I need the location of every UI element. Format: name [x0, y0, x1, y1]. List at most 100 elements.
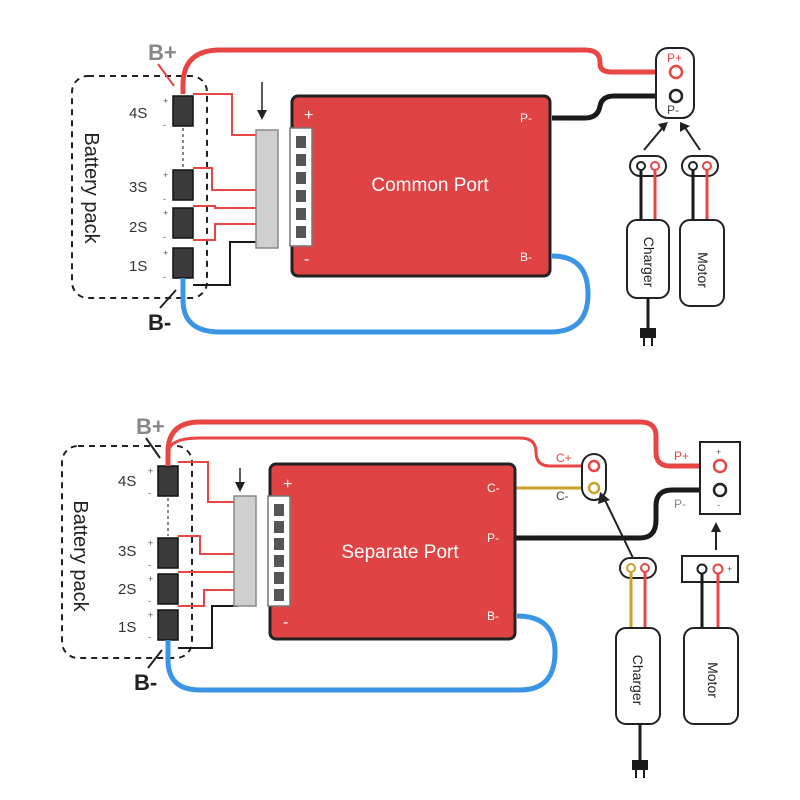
arrowhead-icon — [711, 522, 721, 532]
plug-pin — [688, 161, 698, 171]
port-terminal — [712, 458, 728, 474]
port-label-c-minus: C- — [556, 489, 569, 503]
b-minus-arrow-icon — [159, 289, 177, 309]
cell-plus-mark: + — [163, 208, 168, 218]
cell-plus-mark: + — [163, 248, 168, 258]
c-plus-branch — [166, 436, 201, 453]
motor-plug — [681, 555, 739, 583]
balance-connector — [255, 129, 279, 249]
plug-pin — [640, 563, 650, 573]
pin-b-minus: B- — [520, 250, 532, 264]
motor-label: Motor — [695, 252, 711, 288]
charger-label: Charger — [641, 237, 657, 288]
b-minus-label: B- — [134, 670, 157, 695]
plug-plus-mark: + — [727, 564, 732, 574]
battery-pack-label: Battery pack — [80, 132, 102, 244]
plug-pin — [636, 161, 646, 171]
cell-plus-mark: + — [148, 538, 153, 548]
separate-port-diagram: Battery pack 4S 3S 2S 1S + - + - + - + - — [61, 414, 741, 778]
output-port — [655, 47, 695, 119]
arrow-icon — [603, 497, 635, 561]
plug-pin — [650, 161, 660, 171]
plug-pin — [626, 563, 636, 573]
plug-pin — [712, 563, 724, 575]
arrowhead-icon — [680, 122, 690, 132]
cell-label-1s: 1S — [129, 258, 147, 275]
board-minus: - — [304, 251, 309, 268]
port-label-p-minus: P- — [674, 497, 686, 511]
cell-minus-mark: - — [148, 632, 151, 642]
port-terminal — [668, 64, 684, 80]
pin-p-minus: P- — [520, 111, 532, 125]
motor-device — [683, 627, 739, 725]
b-minus-wire — [165, 613, 558, 693]
b-plus-wire — [165, 419, 712, 469]
cell-4s — [157, 465, 179, 497]
cell-2s — [157, 573, 179, 605]
common-port-diagram: Battery pack 4S 3S 2S 1S + - + - + - + - — [71, 40, 725, 346]
cell-label-2s: 2S — [129, 219, 147, 236]
b-plus-label: B+ — [136, 414, 165, 439]
balance-wires — [178, 461, 238, 607]
cell-1s — [157, 609, 179, 641]
port-terminal — [668, 88, 684, 104]
cell-3s — [172, 169, 194, 201]
cell-minus-mark: - — [148, 560, 151, 570]
connector-pins — [274, 504, 284, 601]
cell-plus-mark: + — [148, 610, 153, 620]
arrowhead-icon — [235, 482, 245, 492]
port-label-p-minus: P- — [667, 103, 679, 117]
b-plus-arrow-icon — [145, 437, 161, 459]
board-minus: - — [283, 614, 288, 631]
board-connector — [289, 127, 313, 247]
plug-pin — [702, 161, 712, 171]
cell-label-1s: 1S — [118, 619, 136, 636]
battery-pack-label: Battery pack — [69, 500, 91, 612]
charger-plug — [619, 557, 657, 579]
pin-b-minus: B- — [487, 609, 499, 623]
cell-plus-mark: + — [163, 96, 168, 106]
cell-minus-mark: - — [148, 596, 151, 606]
port-label-p-plus: P+ — [667, 51, 682, 65]
cell-minus-mark: - — [163, 120, 166, 130]
pin-p-minus: P- — [487, 531, 499, 545]
port-plus-mark: + — [716, 447, 721, 457]
motor-plug — [681, 155, 719, 177]
cell-minus-mark: - — [163, 272, 166, 282]
cell-minus-mark: - — [163, 194, 166, 204]
b-minus-wire — [180, 253, 591, 335]
motor-device — [679, 219, 725, 307]
port-terminal — [587, 481, 601, 495]
output-port — [699, 441, 741, 515]
port-terminal — [587, 459, 601, 473]
charger-mains-plug — [632, 760, 648, 770]
cell-label-2s: 2S — [118, 581, 136, 598]
b-plus-label: B+ — [148, 40, 177, 65]
arrowhead-icon — [257, 110, 267, 120]
port-minus-mark: - — [717, 500, 720, 510]
balance-wires — [193, 93, 262, 241]
charger-device — [615, 627, 661, 725]
cell-minus-mark: - — [163, 232, 166, 242]
board-connector — [267, 495, 291, 607]
b-plus-wire — [180, 47, 668, 94]
cell-3s — [157, 537, 179, 569]
cell-label-4s: 4S — [118, 473, 136, 490]
cell-minus-mark: - — [148, 488, 151, 498]
balance-wire-negative — [178, 605, 238, 649]
board-title: Common Port — [371, 175, 489, 196]
cell-1s — [172, 247, 194, 279]
board-plus: + — [304, 107, 313, 124]
port-label-c-plus: C+ — [556, 451, 572, 465]
b-minus-arrow-icon — [147, 649, 163, 669]
balance-connector — [233, 495, 257, 607]
arrowhead-icon — [658, 122, 668, 132]
charger-plug — [629, 155, 667, 177]
charger-mains-plug — [640, 328, 656, 338]
cell-label-3s: 3S — [118, 543, 136, 560]
p-minus-wire — [515, 487, 712, 541]
cell-plus-mark: + — [148, 466, 153, 476]
charger-label: Charger — [630, 655, 646, 706]
arrow-icon — [643, 125, 665, 151]
b-plus-arrow-icon — [157, 63, 175, 87]
